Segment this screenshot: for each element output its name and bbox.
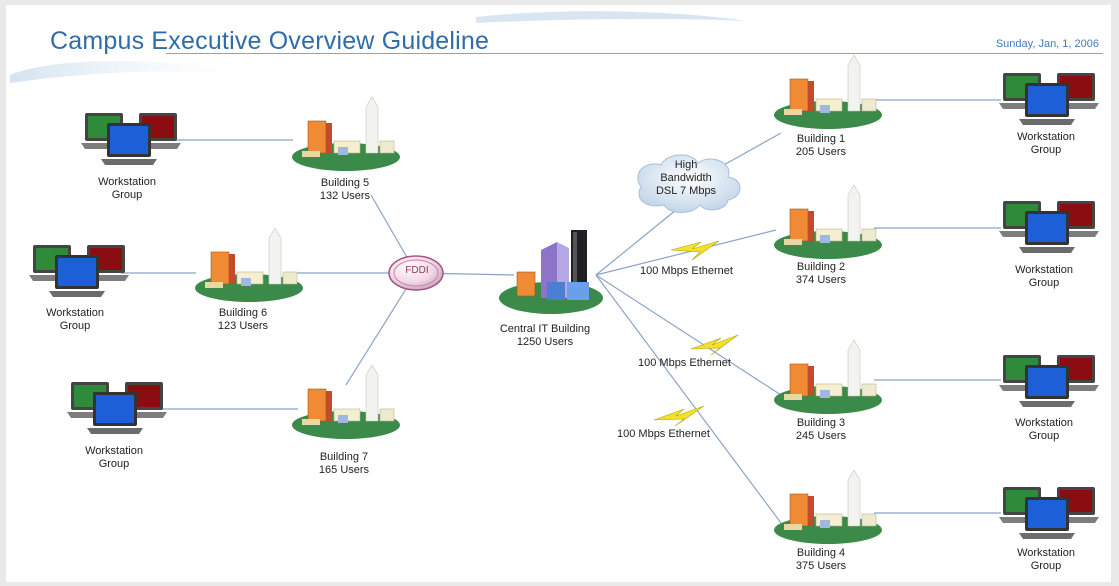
central-building-layer (499, 230, 603, 314)
building-icon (774, 469, 882, 544)
building-name: Building 4 (796, 547, 846, 559)
cloud-label: High Bandwidth DSL 7 Mbps (631, 159, 741, 198)
date-label: Sunday, Jan, 1, 2006 (995, 38, 1099, 50)
workstation-group-icon (999, 201, 1099, 253)
cloud-line-3: DSL 7 Mbps (655, 185, 717, 197)
building-name: Building 6 (218, 307, 268, 319)
building-label-1: Building 1 205 Users (751, 133, 891, 159)
lightning-icons (653, 240, 739, 427)
workstation-line-1: Workstation (1017, 131, 1075, 143)
workstation-label-4: Workstation Group (976, 547, 1111, 573)
building-users: 205 Users (795, 146, 847, 158)
workstation-line-2: Group (59, 320, 91, 332)
workstation-line-1: Workstation (1017, 547, 1075, 559)
building-label-5: Building 5 132 Users (275, 177, 415, 203)
building-name: Building 2 (796, 261, 846, 273)
building-label-4: Building 4 375 Users (751, 547, 891, 573)
workstation-line-2: Group (98, 458, 130, 470)
cloud-line-1: High (674, 159, 698, 171)
workstation-line-1: Workstation (98, 176, 156, 188)
building-icon (774, 54, 882, 129)
building-users: 245 Users (795, 430, 847, 442)
building-name: Building 7 (319, 451, 369, 463)
building-icon (774, 184, 882, 259)
building-name: Building 1 (796, 133, 846, 145)
fddi-ring-icon (388, 255, 444, 291)
workstation-line-1: Workstation (46, 307, 104, 319)
title-swoosh-decoration (10, 11, 746, 83)
workstation-label-1: Workstation Group (976, 131, 1111, 157)
title-underline (166, 53, 1103, 54)
buildings-layer (195, 54, 882, 544)
workstation-label-3: Workstation Group (974, 417, 1111, 443)
workstation-line-2: Group (1028, 277, 1060, 289)
diagram-canvas: Campus Executive Overview Guideline Sund… (6, 5, 1111, 582)
workstation-line-2: Group (1028, 430, 1060, 442)
workstation-group-icon (999, 73, 1099, 125)
central-building-users: 1250 Users (516, 336, 574, 348)
workstation-line-2: Group (1030, 144, 1062, 156)
building-label-3: Building 3 245 Users (751, 417, 891, 443)
page-title: Campus Executive Overview Guideline (50, 27, 490, 55)
diagram-svg (10, 11, 1099, 544)
building-label-7: Building 7 165 Users (274, 451, 414, 477)
cloud-line-2: Bandwidth (660, 172, 712, 184)
workstation-label-5: Workstation Group (57, 176, 197, 202)
building-users: 375 Users (795, 560, 847, 572)
workstation-group-icon (67, 382, 167, 434)
workstations-layer (29, 73, 1099, 539)
workstation-group-icon (81, 113, 181, 165)
building-users: 123 Users (217, 320, 269, 332)
building-icon (292, 96, 400, 171)
workstation-group-icon (999, 487, 1099, 539)
building-icon (774, 339, 882, 414)
building-users: 132 Users (319, 190, 371, 202)
workstation-label-6: Workstation Group (6, 307, 145, 333)
fddi-label: FDDI (405, 265, 429, 276)
building-users: 165 Users (318, 464, 370, 476)
building-icon (195, 227, 303, 302)
building-users: 374 Users (795, 274, 847, 286)
building-label-6: Building 6 123 Users (173, 307, 313, 333)
workstation-group-icon (999, 355, 1099, 407)
workstation-group-icon (29, 245, 129, 297)
workstation-label-2: Workstation Group (974, 264, 1111, 290)
network-links (121, 99, 1001, 524)
ethernet-label-1: 100 Mbps Ethernet (640, 265, 733, 277)
central-building-label: Central IT Building 1250 Users (475, 323, 615, 349)
workstation-line-1: Workstation (1015, 417, 1073, 429)
building-name: Building 5 (320, 177, 370, 189)
workstation-line-1: Workstation (85, 445, 143, 457)
workstation-line-2: Group (1030, 560, 1062, 572)
central-it-building-icon (499, 230, 603, 314)
ethernet-label-3: 100 Mbps Ethernet (617, 428, 710, 440)
ethernet-label-2: 100 Mbps Ethernet (638, 357, 731, 369)
workstation-line-2: Group (111, 189, 143, 201)
building-icon (292, 364, 400, 439)
building-name: Building 3 (796, 417, 846, 429)
workstation-label-7: Workstation Group (44, 445, 184, 471)
dsl-cloud-icon (637, 154, 741, 213)
building-label-2: Building 2 374 Users (751, 261, 891, 287)
central-building-name: Central IT Building (499, 323, 591, 335)
workstation-line-1: Workstation (1015, 264, 1073, 276)
